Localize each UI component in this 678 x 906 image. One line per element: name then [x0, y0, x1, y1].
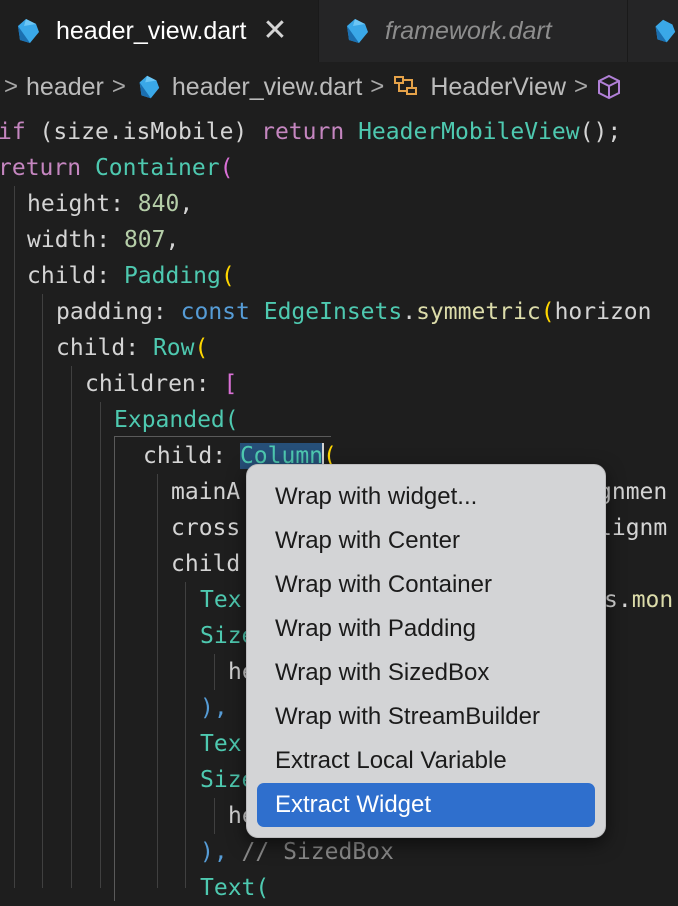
- indent-guide: [157, 474, 158, 888]
- chevron-right-icon: >: [111, 73, 126, 100]
- chevron-right-icon: >: [574, 73, 589, 100]
- code-line: s.mon: [604, 587, 674, 613]
- code-line: mainA: [171, 479, 241, 505]
- code-line: child: Padding(: [27, 263, 235, 289]
- tab-label: framework.dart: [385, 16, 552, 45]
- code-line: if (size.isMobile) return HeaderMobileVi…: [0, 119, 622, 145]
- indent-guide: [214, 654, 215, 690]
- menu-item-wrap-with-sizedbox[interactable]: Wrap with SizedBox: [275, 659, 490, 686]
- cube-icon: [598, 74, 621, 100]
- tab-divider: [318, 0, 319, 62]
- dart-icon: [139, 75, 160, 99]
- indent-guide: [185, 582, 186, 888]
- tab-header-view[interactable]: header_view.dart ✕: [0, 0, 318, 62]
- menu-item-wrap-with-streambuilder[interactable]: Wrap with StreamBuilder: [275, 703, 540, 730]
- code-line: return Container(: [0, 155, 234, 181]
- breadcrumb: > header > header_view.dart > HeaderView…: [0, 62, 678, 112]
- code-line: ),: [200, 695, 228, 721]
- menu-item-extract-local-variable[interactable]: Extract Local Variable: [275, 747, 507, 774]
- bracket-scope-highlight: [114, 436, 331, 901]
- indent-guide: [100, 402, 101, 888]
- refactor-context-menu: Wrap with widget... Wrap with Center Wra…: [246, 464, 606, 838]
- code-line: height: 840,: [27, 191, 194, 217]
- class-icon: [394, 76, 418, 95]
- code-line: width: 807,: [27, 227, 180, 253]
- breadcrumb-label: header_view.dart: [171, 72, 363, 101]
- code-line: Tex: [200, 587, 242, 613]
- dart-icon: [655, 19, 676, 43]
- editor-tab-bar: header_view.dart ✕ framework.dart: [0, 0, 678, 63]
- breadcrumb-item-class[interactable]: HeaderView: [392, 73, 566, 102]
- code-line: lignm: [598, 515, 668, 541]
- tab-framework[interactable]: framework.dart: [319, 0, 627, 62]
- breadcrumb-label: HeaderView: [430, 72, 567, 101]
- menu-item-wrap-with-widget[interactable]: Wrap with widget...: [275, 483, 478, 510]
- menu-item-wrap-with-padding[interactable]: Wrap with Padding: [275, 615, 476, 642]
- breadcrumb-item-header[interactable]: header: [26, 73, 104, 102]
- code-line: gnmen: [598, 479, 668, 505]
- tab-overflow[interactable]: [628, 0, 678, 62]
- indent-guide: [71, 366, 72, 888]
- text-cursor: [322, 442, 325, 471]
- tab-label: header_view.dart: [56, 16, 247, 45]
- code-line: Tex: [200, 731, 242, 757]
- dart-icon: [18, 19, 39, 43]
- code-line: children: [: [85, 371, 238, 397]
- menu-item-wrap-with-container[interactable]: Wrap with Container: [275, 571, 492, 598]
- breadcrumb-label: header: [26, 72, 104, 101]
- code-line: padding: const EdgeInsets.symmetric(hori…: [56, 299, 652, 325]
- code-line: child: [171, 551, 241, 577]
- breadcrumb-item-file[interactable]: header_view.dart: [134, 73, 362, 102]
- chevron-right-icon: >: [370, 73, 385, 100]
- chevron-right-icon: >: [4, 73, 19, 100]
- tab-divider: [627, 0, 628, 62]
- indent-guide: [214, 798, 215, 834]
- close-icon[interactable]: ✕: [262, 14, 288, 47]
- code-line: child: Row(: [56, 335, 209, 361]
- code-line: cross: [171, 515, 241, 541]
- code-line: Text(: [200, 875, 270, 901]
- code-line: ), // SizedBox: [200, 839, 394, 865]
- menu-item-extract-widget[interactable]: Extract Widget: [257, 783, 595, 827]
- dart-icon: [347, 19, 368, 43]
- indent-guide: [14, 186, 15, 888]
- indent-guide: [42, 294, 43, 888]
- code-line: Expanded(: [114, 407, 239, 433]
- menu-item-wrap-with-center[interactable]: Wrap with Center: [275, 527, 460, 554]
